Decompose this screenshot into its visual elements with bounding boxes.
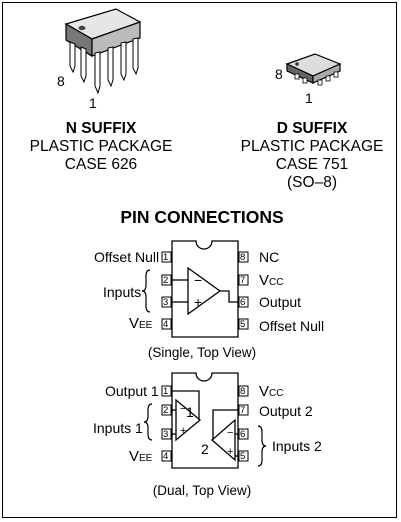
dual-vee-label: VEE [129,448,153,465]
dual-pin-2: 2 [163,405,169,416]
amp1-id: 1 [186,404,194,420]
single-vcc-label: VCC [259,272,284,289]
n-suffix-package: PLASTIC PACKAGE [29,138,173,155]
dip-pin1-label: 1 [89,95,97,111]
d-suffix-case: CASE 751 [275,156,349,173]
dual-output1-label: Output 1 [105,383,159,399]
dual-inputs2-label: Inputs 2 [272,438,322,454]
n-suffix-title: N SUFFIX [65,120,137,137]
dual-vcc-label: VCC [259,383,284,400]
single-pin-8: 8 [240,252,246,263]
amp1-plus-sign: + [180,425,187,437]
dip-package-picture [64,8,142,95]
amp2-id: 2 [201,441,209,457]
dual-pin-6: 6 [240,429,246,440]
single-offset-null-right: Offset Null [259,318,325,334]
dual-pinout-diagram [143,372,267,469]
dual-inputs1-label: Inputs 1 [93,420,143,436]
dual-pin-3: 3 [163,429,169,440]
dual-caption: (Dual, Top View) [152,483,252,498]
amp2-minus-sign: − [227,427,234,439]
single-pinout-diagram [141,240,249,338]
single-vee-label: VEE [129,315,153,332]
amp1-minus-sign: − [180,403,187,415]
single-opamp-symbol [187,266,222,316]
soic-package-picture [285,53,342,86]
dual-output2-label: Output 2 [259,403,313,419]
single-pin-5: 5 [240,319,246,330]
single-ic-body [171,240,239,338]
single-plus-sign: + [194,294,203,310]
amp2-opamp-symbol [211,418,236,462]
single-pin-3: 3 [163,297,169,308]
single-inputs-label: Inputs [103,284,142,300]
amp2-plus-sign: + [227,446,234,458]
single-pin-7: 7 [240,275,246,286]
figure-frame [2,2,397,518]
dual-ic-body [171,372,239,469]
d-suffix-so8: (SO–8) [287,174,337,191]
amp1-opamp-symbol [175,398,202,442]
soic-pin1-label: 1 [305,90,313,106]
single-pin-4: 4 [163,319,169,330]
n-suffix-case: CASE 626 [64,156,138,173]
d-suffix-package: PLASTIC PACKAGE [240,138,384,155]
single-pin-6: 6 [240,297,246,308]
single-minus-sign: − [194,272,203,288]
d-suffix-title: D SUFFIX [276,120,348,137]
single-pin-1: 1 [163,252,169,263]
single-offset-null-left: Offset Null [94,249,160,265]
pin-connections-title: PIN CONNECTIONS [120,207,284,227]
dual-pin-5: 5 [240,451,246,462]
dual-pin-8: 8 [240,386,246,397]
dual-pin-1: 1 [163,386,169,397]
dual-pin-4: 4 [163,451,169,462]
soic-pin8-label: 8 [275,66,283,82]
single-output-label: Output [259,294,302,310]
dip-pin8-label: 8 [57,73,65,89]
single-nc-label: NC [259,249,280,265]
dual-pin-7: 7 [240,405,246,416]
single-pin-2: 2 [163,275,169,286]
single-caption: (Single, Top View) [147,345,257,360]
